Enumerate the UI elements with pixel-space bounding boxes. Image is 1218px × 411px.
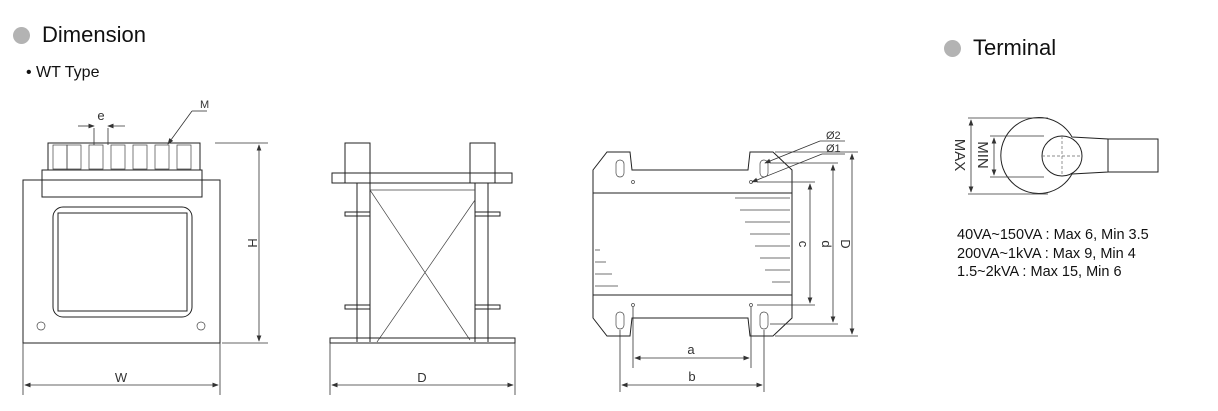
top-view: c d D a b Ø2 Ø1 [592,130,858,392]
depth-label: D [417,370,426,385]
height-label: H [245,238,260,247]
D-label: D [838,239,853,248]
max-label: MAX [951,139,968,172]
dimension-title: Dimension [42,22,146,47]
pitch-label: e [97,108,104,123]
spec-line: 200VA~1kVA : Max 9, Min 4 [957,245,1136,262]
terminal-heading: Terminal [944,35,1056,61]
dimension-heading: Dimension [13,22,146,48]
width-label: W [115,370,128,385]
side-view: D [329,142,516,395]
terminal-specs: 40VA~150VA : Max 6, Min 3.5 200VA~1kVA :… [957,226,1149,282]
min-label: MIN [974,141,991,169]
bullet-icon [944,39,961,57]
bullet-icon [13,26,30,44]
phi2-label: Ø2 [826,130,841,142]
a-label: a [687,342,695,357]
front-view: W H e M [22,99,268,395]
terminal-title: Terminal [973,35,1057,60]
d-label: d [819,240,834,247]
ring-terminal-drawing: MAX MIN [951,117,1159,195]
wt-type-subtitle: • WT Type [26,64,100,81]
c-label: c [796,241,811,248]
phi1-label: Ø1 [826,143,841,155]
screw-label: M [200,99,209,111]
spec-line: 1.5~2kVA : Max 15, Min 6 [957,264,1122,280]
b-label: b [688,369,695,384]
spec-line: 40VA~150VA : Max 6, Min 3.5 [957,227,1149,243]
